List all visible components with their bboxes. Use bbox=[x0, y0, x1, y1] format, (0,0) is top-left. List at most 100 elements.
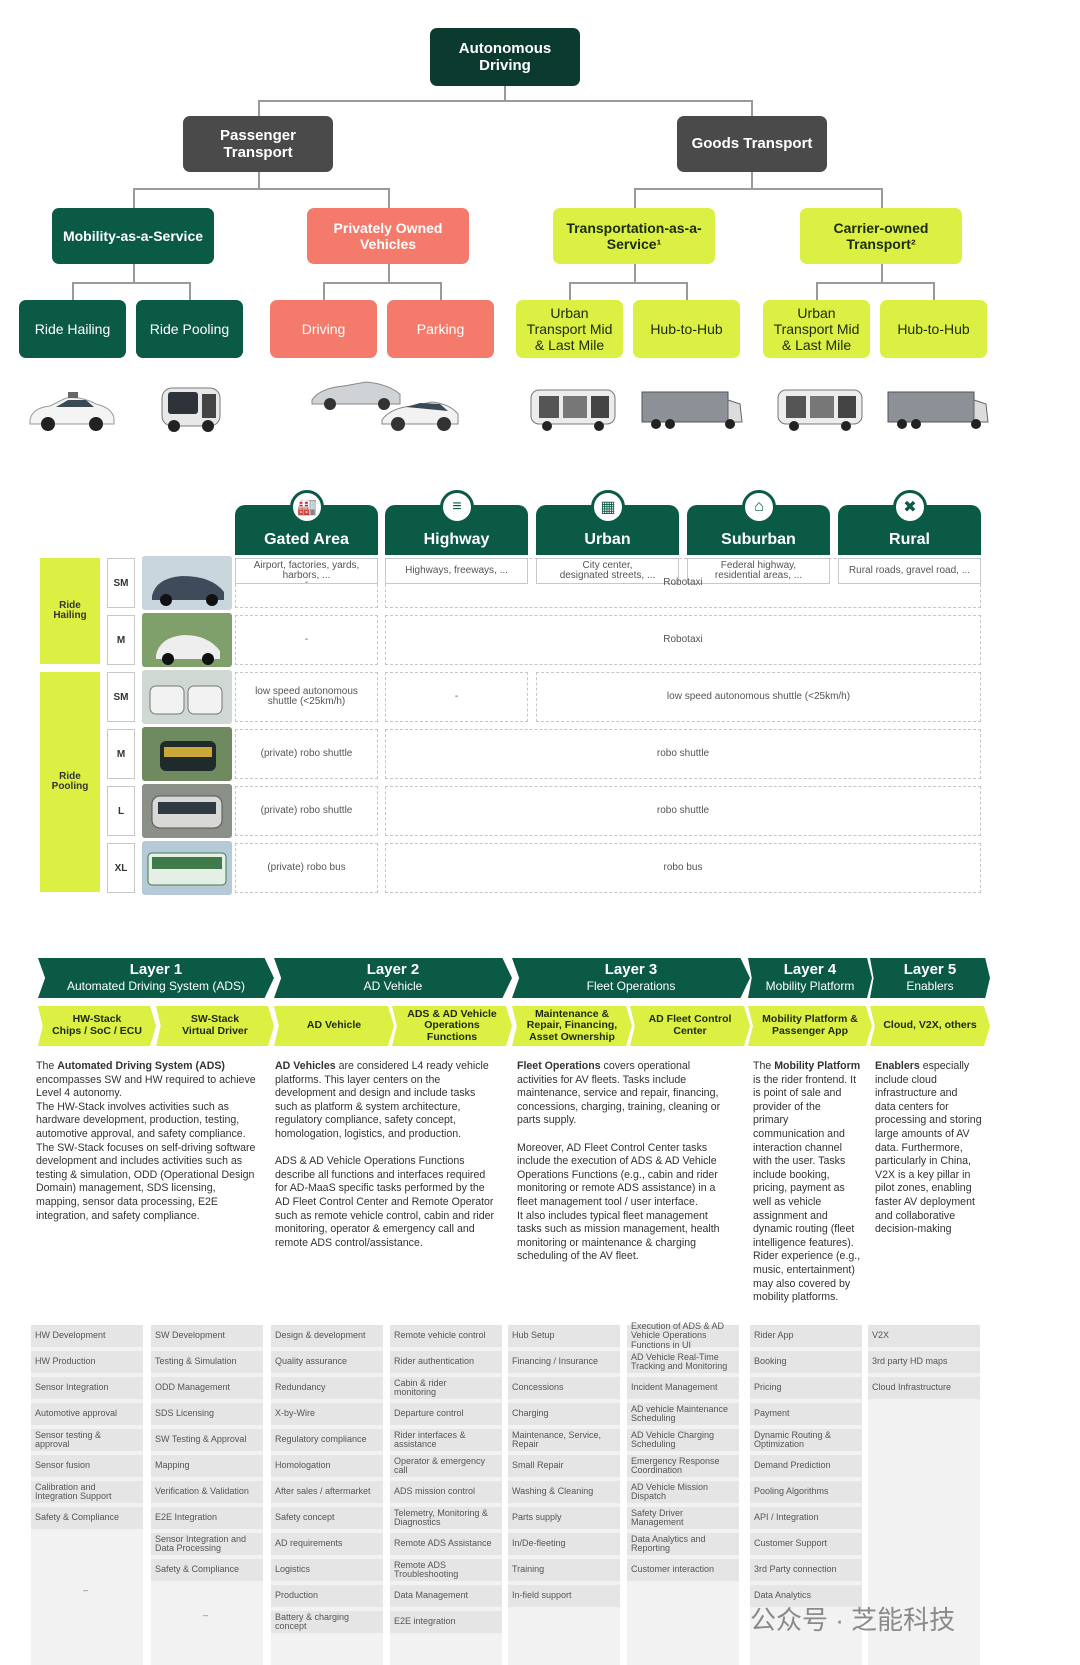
activity-item: Safety Driver Management bbox=[627, 1507, 739, 1529]
goods-transport-node: Goods Transport bbox=[677, 116, 827, 172]
activity-item: Payment bbox=[750, 1403, 862, 1425]
activity-item: V2X bbox=[868, 1325, 980, 1347]
watermark: 公众号 · 芝能科技 bbox=[750, 1605, 956, 1635]
activity-item: Booking bbox=[750, 1351, 862, 1373]
activity-item: Departure control bbox=[390, 1403, 502, 1425]
truck-illustration-2 bbox=[887, 391, 989, 429]
activity-item: Sensor testing & approval bbox=[31, 1429, 143, 1451]
activity-dash: – bbox=[83, 1585, 89, 1595]
carrier-owned-transport-node: Carrier-owned Transport² bbox=[800, 208, 962, 264]
carrier-urban-node: Urban Transport Mid & Last Mile bbox=[763, 300, 870, 358]
activity-item: X-by-Wire bbox=[271, 1403, 383, 1425]
activity-item: Data Analytics bbox=[750, 1585, 862, 1607]
sublayer-operations-functions: ADS & AD Vehicle Operations Functions bbox=[392, 1006, 512, 1046]
activity-item: Testing & Simulation bbox=[151, 1351, 263, 1373]
cell-gated: - bbox=[235, 615, 378, 665]
activity-item: AD vehicle Maintenance Scheduling bbox=[627, 1403, 739, 1425]
activity-item: Homologation bbox=[271, 1455, 383, 1477]
activity-item: Calibration and Integration Support bbox=[31, 1481, 143, 1503]
activity-item: HW Development bbox=[31, 1325, 143, 1347]
houses-icon: ⌂ bbox=[742, 490, 776, 524]
activity-item: Incident Management bbox=[627, 1377, 739, 1399]
activity-item: Charging bbox=[508, 1403, 620, 1425]
sublayer-sw-stack: SW-Stack Virtual Driver bbox=[156, 1006, 274, 1046]
activity-item: Safety & Compliance bbox=[151, 1559, 263, 1581]
activity-item: 3rd Party connection bbox=[750, 1559, 862, 1581]
activity-item: ADS mission control bbox=[390, 1481, 502, 1503]
desc-layer-4: The Mobility Platform is the rider front… bbox=[753, 1060, 861, 1304]
activity-item: Customer Support bbox=[750, 1533, 862, 1555]
activity-item: HW Production bbox=[31, 1351, 143, 1373]
taas-hub-node: Hub-to-Hub bbox=[633, 300, 740, 358]
activity-item: SDS Licensing bbox=[151, 1403, 263, 1425]
activity-item: Data Management bbox=[390, 1585, 502, 1607]
sublayer-cloud-v2x: Cloud, V2X, others bbox=[870, 1006, 990, 1046]
privately-owned-vehicles-node: Privately Owned Vehicles bbox=[307, 208, 469, 264]
ride-hailing-node: Ride Hailing bbox=[19, 300, 126, 358]
activity-item: Cabin & rider monitoring bbox=[390, 1377, 502, 1399]
desc-layer-5: Enablers especially include cloud infras… bbox=[875, 1060, 982, 1236]
windmill-icon: ✖ bbox=[893, 490, 927, 524]
activity-item: Remote ADS Troubleshooting bbox=[390, 1559, 502, 1581]
sublayer-fleet-control: AD Fleet Control Center bbox=[630, 1006, 750, 1046]
activity-item: AD Vehicle Real-Time Tracking and Monito… bbox=[627, 1351, 739, 1373]
cell-gated: (private) robo shuttle bbox=[235, 729, 378, 779]
activity-item: Operator & emergency call bbox=[390, 1455, 502, 1477]
delivery-pod-illustration-1 bbox=[530, 389, 616, 431]
root-autonomous-driving: Autonomous Driving bbox=[430, 28, 580, 86]
cell-span: robo bus bbox=[385, 843, 981, 893]
activity-item: Regulatory compliance bbox=[271, 1429, 383, 1451]
desc-layer-2: AD Vehicles are considered L4 ready vehi… bbox=[275, 1060, 495, 1249]
activity-item: Design & development bbox=[271, 1325, 383, 1347]
activity-item: E2E Integration bbox=[151, 1507, 263, 1529]
activity-item: Rider authentication bbox=[390, 1351, 502, 1373]
size-label: M bbox=[107, 729, 135, 779]
activity-item: 3rd party HD maps bbox=[868, 1351, 980, 1373]
taas-node: Transportation-as-a- Service¹ bbox=[553, 208, 715, 264]
activity-item: Sensor fusion bbox=[31, 1455, 143, 1477]
pooling-pod-illustration bbox=[161, 387, 221, 432]
activity-item: Telemetry, Monitoring & Diagnostics bbox=[390, 1507, 502, 1529]
vehicle-photo bbox=[142, 727, 232, 781]
size-label: L bbox=[107, 786, 135, 836]
activity-item: Verification & Validation bbox=[151, 1481, 263, 1503]
cell-gated: (private) robo shuttle bbox=[235, 786, 378, 836]
cell-gated: (private) robo bus bbox=[235, 843, 378, 893]
activity-item: Training bbox=[508, 1559, 620, 1581]
activity-item: AD Vehicle Charging Scheduling bbox=[627, 1429, 739, 1451]
activity-item: Cloud Infrastructure bbox=[868, 1377, 980, 1399]
activity-item: Safety concept bbox=[271, 1507, 383, 1529]
activity-item: Rider interfaces & assistance bbox=[390, 1429, 502, 1451]
parking-node: Parking bbox=[387, 300, 494, 358]
activity-item: Concessions bbox=[508, 1377, 620, 1399]
activity-item: Dynamic Routing & Optimization bbox=[750, 1429, 862, 1451]
activity-item: Sensor Integration bbox=[31, 1377, 143, 1399]
desc-layer-3: Fleet Operations covers operational acti… bbox=[517, 1060, 721, 1263]
size-label: SM bbox=[107, 672, 135, 722]
sublayer-maintenance: Maintenance & Repair, Financing, Asset O… bbox=[512, 1006, 632, 1046]
activity-item: In/De-fleeting bbox=[508, 1533, 620, 1555]
ride-pooling-node: Ride Pooling bbox=[136, 300, 243, 358]
cell-span: robo shuttle bbox=[385, 729, 981, 779]
sublayer-ad-vehicle: AD Vehicle bbox=[274, 1006, 394, 1046]
cell-span: Robotaxi bbox=[385, 615, 981, 665]
activity-item: Rider App bbox=[750, 1325, 862, 1347]
activity-item: Redundancy bbox=[271, 1377, 383, 1399]
activity-item: Remote ADS Assistance bbox=[390, 1533, 502, 1555]
activity-item: Maintenance, Service, Repair bbox=[508, 1429, 620, 1451]
activity-item: Customer interaction bbox=[627, 1559, 739, 1581]
activity-item: Automotive approval bbox=[31, 1403, 143, 1425]
activity-item: Sensor Integration and Data Processing bbox=[151, 1533, 263, 1555]
activity-item: Parts supply bbox=[508, 1507, 620, 1529]
activity-item: In-field support bbox=[508, 1585, 620, 1607]
cell-span: robo shuttle bbox=[385, 786, 981, 836]
activity-item: Quality assurance bbox=[271, 1351, 383, 1373]
city-icon: ▦ bbox=[591, 490, 625, 524]
size-label: SM bbox=[107, 558, 135, 608]
ride-hailing-label: Ride Hailing bbox=[40, 558, 100, 664]
delivery-pod-illustration-2 bbox=[777, 389, 863, 431]
robotaxi-illustration bbox=[29, 392, 115, 431]
activity-item: AD requirements bbox=[271, 1533, 383, 1555]
